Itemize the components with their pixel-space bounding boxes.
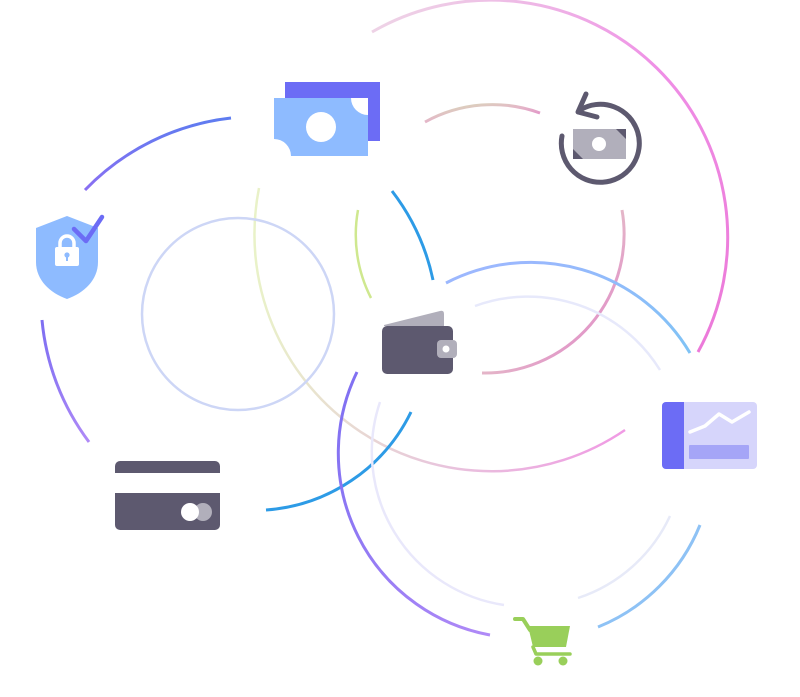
arc-left-bottom xyxy=(40,319,91,443)
connector-arcs xyxy=(40,0,730,637)
arc-left-top xyxy=(83,116,232,192)
wallet-icon xyxy=(382,310,457,374)
arc-cart-inner-left xyxy=(370,401,505,607)
arc-banknote-wallet xyxy=(390,190,435,281)
arc-refund-top xyxy=(424,103,541,124)
shopping-cart-icon xyxy=(513,617,572,666)
arc-cart-left xyxy=(336,371,491,637)
arc-large-middle xyxy=(253,187,626,473)
analytics-dashboard-icon xyxy=(662,402,757,469)
arc-cart-inner-right xyxy=(577,515,672,600)
refund-money-icon xyxy=(558,91,642,185)
arc-cart-inner-top xyxy=(474,295,662,371)
credit-card-icon xyxy=(115,461,220,530)
security-shield-lock-icon xyxy=(36,214,105,299)
arc-cart-top xyxy=(445,260,692,354)
banknotes-icon xyxy=(274,82,380,156)
circle-left xyxy=(140,216,336,412)
arc-refund-left xyxy=(354,209,373,299)
arc-refund-right xyxy=(481,209,626,375)
arc-cart-right xyxy=(597,524,702,629)
arc-card-wallet xyxy=(265,411,413,512)
arc-top-right xyxy=(371,0,730,353)
